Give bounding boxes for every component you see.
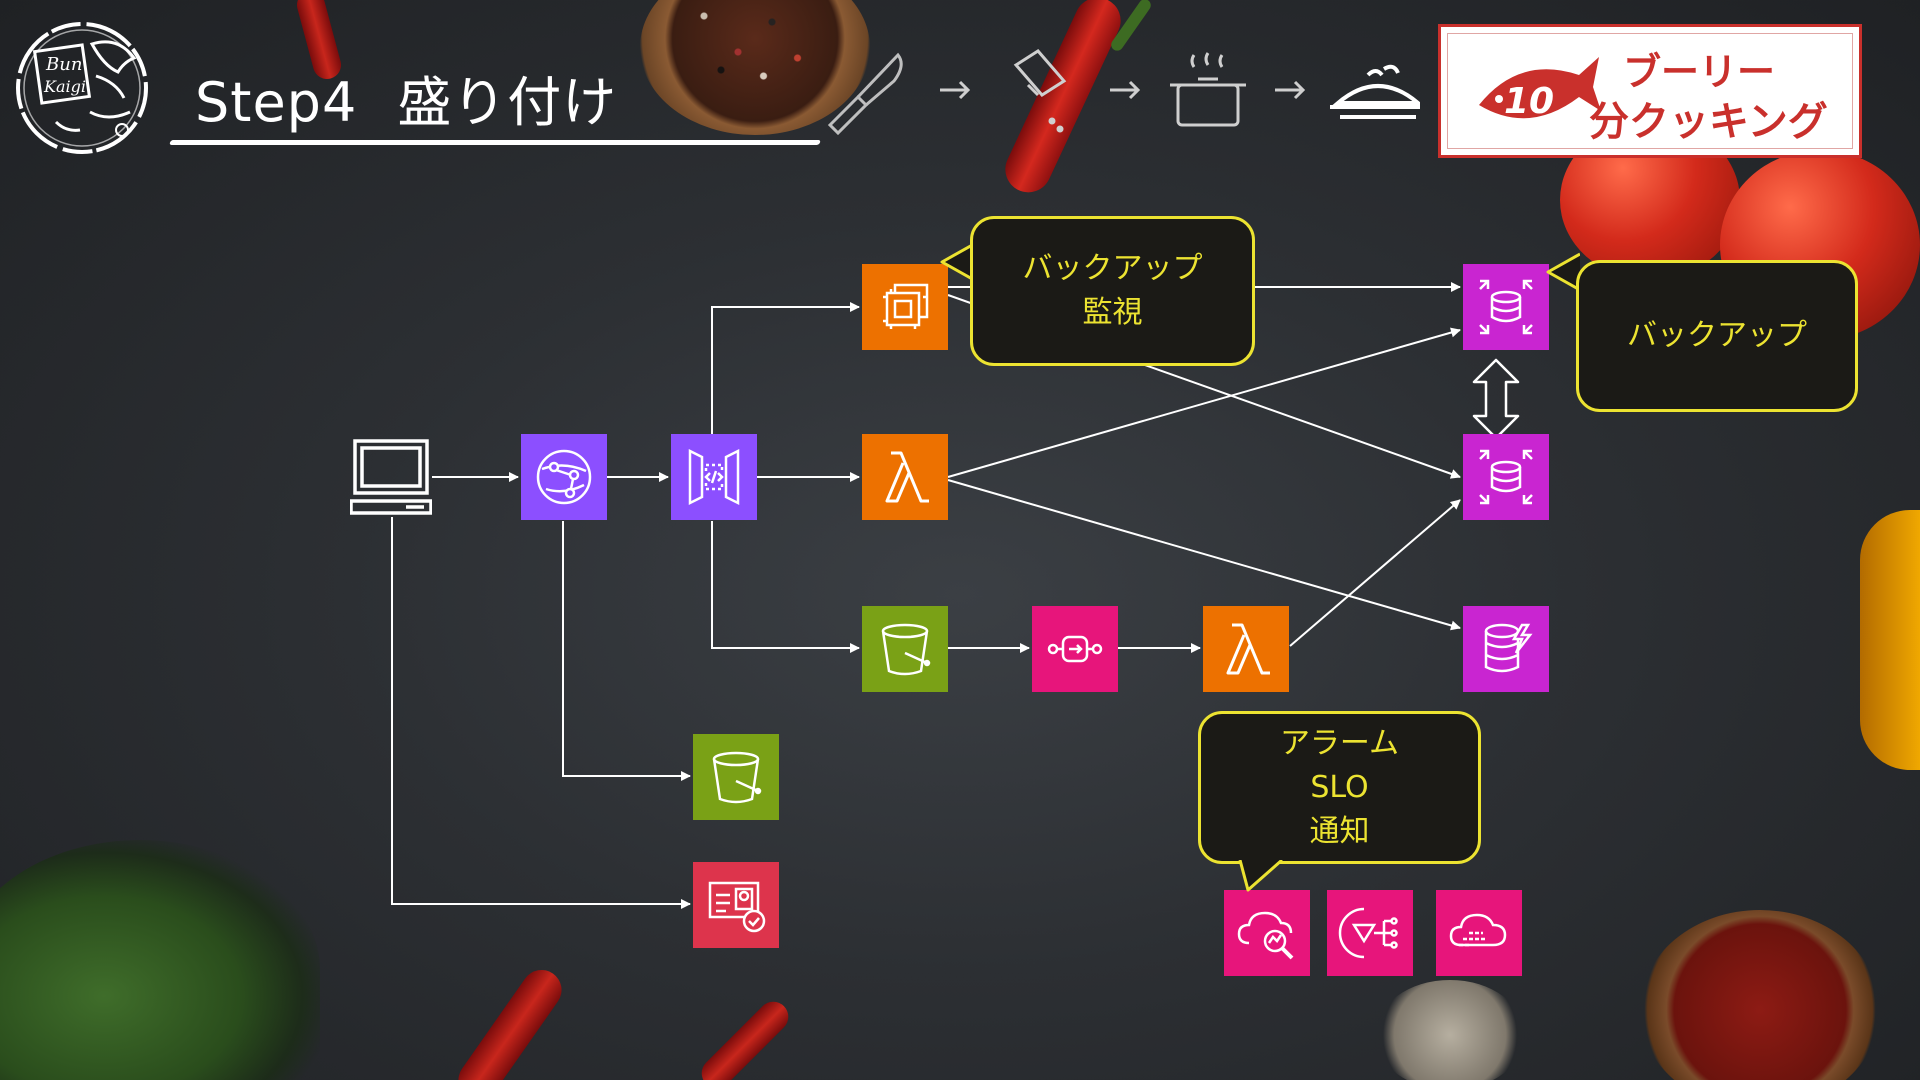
callout-alarm-line3: 通知 [1309,813,1370,849]
edge-cloudfront-s3static [562,521,691,781]
lambda-worker-node[interactable] [1203,606,1289,692]
cloudwatch-node[interactable] [1224,890,1310,976]
cognito-node[interactable] [693,862,779,948]
callout-tail [940,242,974,282]
callout-backup: バックアップ [1576,260,1858,412]
knife-icon [827,52,903,136]
bell-pepper-decoration [1860,510,1920,770]
ec2-node[interactable] [862,264,948,350]
salt-decoration [1375,980,1525,1080]
dynamodb-icon [1484,623,1533,673]
brand-number: 10 [1504,81,1555,122]
api-gateway-node[interactable] [671,434,757,520]
eventbridge-node[interactable] [1327,890,1413,976]
arrow-icon [1275,80,1306,100]
spice-bowl-decoration [1640,910,1880,1080]
cloudwatch-icon [1237,911,1294,960]
bunkaigi-logo: Bun Kaigi [10,12,160,162]
cooking-steps [820,45,1426,136]
title-text: 盛り付け [397,71,618,134]
callout-tail [1546,252,1580,292]
brand-badge: 10 ブーリー 分クッキング [1438,24,1862,158]
logo-text-bun: Bun [45,54,82,75]
cognito-icon [708,881,766,933]
callout-alarm-line1: アラーム [1279,725,1400,761]
cloud-icon [1449,913,1507,947]
plated-dish-icon [1330,64,1426,119]
cloudfront-node[interactable] [521,434,607,520]
brand-line-2: 分クッキング [1589,99,1828,145]
logo-text-kaigi: Kaigi [43,77,86,96]
callout-backup-monitoring-line1: バックアップ [1022,251,1203,286]
client-laptop-icon [349,438,433,518]
fish-icon [1479,57,1601,119]
edge-worker-rds-replica [1289,499,1461,647]
s3-bucket-icon [712,751,762,804]
peppercorns-decoration [670,0,840,100]
edge-lambda-rds-primary [947,327,1461,478]
s3-bucket-icon [881,623,931,676]
sqs-node[interactable] [1032,606,1118,692]
edge-apigw-ec2 [711,302,860,435]
title-step: Step4 [195,71,358,134]
brand-line-1: ブーリー [1623,50,1776,94]
rds-primary-node[interactable] [1463,264,1549,350]
page-title: Step4 盛り付け [195,58,617,137]
herb-leaves-decoration [0,840,320,1080]
api-gateway-icon [688,448,740,506]
pot-icon [1170,52,1246,127]
s3-static-node[interactable] [693,734,779,820]
rds-icon [1479,279,1533,335]
callout-tail [1238,860,1283,892]
cloud-synthetics-node[interactable] [1436,890,1522,976]
replication-double-arrow [1472,358,1520,440]
edge-apigw-s3 [711,521,860,653]
sqs-icon [1047,635,1103,663]
callout-backup-monitoring: バックアップ 監視 [970,216,1255,366]
rds-replica-node[interactable] [1463,434,1549,520]
callout-alarm-line2: SLO [1310,769,1369,805]
lambda-api-node[interactable] [862,434,948,520]
edge-client-cognito [391,517,691,909]
eventbridge-icon [1338,907,1398,959]
arrow-icon [940,80,971,100]
lambda-icon [1226,623,1270,675]
lambda-icon [885,451,929,503]
rds-icon [1479,449,1533,505]
edge-lambda-dynamodb [947,479,1461,631]
arrow-icon [1110,80,1141,100]
salt-shaker-icon [1013,49,1067,133]
s3-upload-node[interactable] [862,606,948,692]
callout-backup-text: バックアップ [1627,318,1807,353]
ec2-icon [883,283,929,329]
callout-backup-monitoring-line2: 監視 [1082,295,1143,330]
dynamodb-node[interactable] [1463,606,1549,692]
cloudfront-icon [536,449,592,505]
callout-alarm-slo-notify: アラーム SLO 通知 [1198,711,1481,864]
